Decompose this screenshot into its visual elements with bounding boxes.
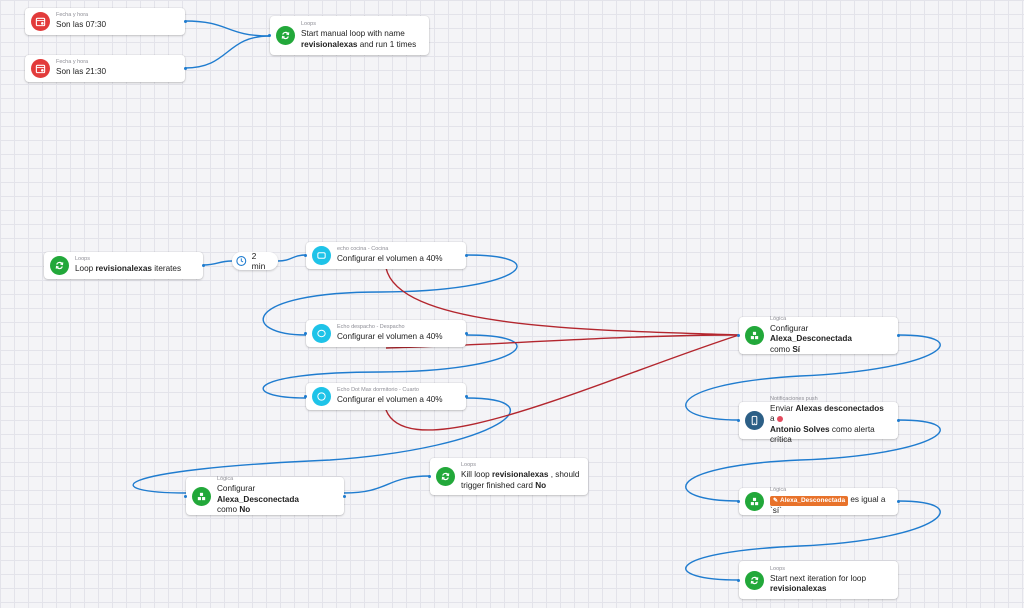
card-category: Notificaciones push — [770, 395, 818, 402]
card-kill-loop[interactable]: Loops Kill loop revisionalexas , should … — [428, 458, 588, 495]
card-category: Fecha y hora — [56, 12, 89, 19]
loop-icon — [50, 256, 69, 275]
card-text: Configurar Alexa_Desconectada como No — [217, 484, 299, 515]
input-port[interactable] — [737, 334, 740, 337]
calendar-icon — [31, 12, 50, 31]
card-start-manual-loop[interactable]: Loops Start manual loop with name revisi… — [268, 16, 429, 55]
input-port[interactable] — [737, 578, 740, 582]
card-category: Lógica — [770, 486, 787, 493]
card-category: Fecha y hora — [56, 59, 89, 66]
card-echo-cocina[interactable]: echo cocina - Cocina Configurar el volum… — [304, 242, 468, 269]
delay-pill[interactable]: 2 min — [232, 251, 278, 271]
logic-blocks-icon — [745, 492, 764, 511]
input-port[interactable] — [304, 395, 307, 398]
input-port[interactable] — [184, 494, 187, 498]
loop-icon — [276, 26, 295, 45]
card-logica-condition[interactable]: Lógica ✎Alexa_Desconectada es igual a `s… — [737, 486, 900, 515]
wire-push-cond — [685, 419, 941, 502]
pencil-icon: ✎ — [773, 497, 779, 504]
wire-fecha1-start — [184, 20, 271, 37]
wire-fecha2-start — [184, 35, 271, 69]
card-text: ✎Alexa_Desconectada es igual a `sí` — [770, 494, 886, 515]
phone-icon — [745, 411, 764, 430]
logic-blocks-icon — [745, 326, 764, 345]
loop-icon — [745, 570, 764, 590]
card-category: Loops — [301, 21, 316, 27]
card-category: Lógica — [217, 476, 234, 483]
output-port[interactable] — [897, 334, 900, 337]
card-logica-si[interactable]: Lógica Configurar Alexa_Desconectada com… — [737, 315, 900, 354]
card-text: Configurar el volumen a 40% — [337, 395, 443, 405]
card-text: Kill loop revisionalexas , should trigge… — [461, 470, 580, 490]
input-port[interactable] — [268, 34, 271, 37]
card-category: Loops — [75, 256, 90, 263]
card-text: Son las 21:30 — [56, 67, 107, 77]
logic-blocks-icon — [192, 486, 211, 506]
input-port[interactable] — [737, 419, 740, 422]
card-echo-dot[interactable]: Echo Dot Max dormitorio - Cuarto Configu… — [304, 383, 468, 410]
wire-cocina-despacho — [262, 254, 518, 336]
card-category: Loops — [461, 462, 476, 468]
user-avatar-dot — [776, 415, 783, 422]
variable-badge[interactable]: ✎Alexa_Desconectada — [770, 495, 849, 506]
input-port[interactable] — [304, 254, 307, 257]
loop-icon — [436, 467, 455, 486]
card-text: Enviar Alexas desconectados a Antonio So… — [770, 403, 884, 445]
card-category: Echo Dot Max dormitorio - Cuarto — [337, 387, 419, 394]
input-port[interactable] — [428, 475, 431, 478]
wire-iter-delay — [202, 260, 233, 266]
card-text: Configurar el volumen a 40% — [337, 254, 443, 264]
output-port[interactable] — [897, 500, 900, 503]
card-text: Start next iteration for loop revisional… — [770, 573, 867, 594]
echo-speaker-icon — [312, 246, 331, 265]
wire-logicano-kill — [343, 475, 431, 494]
wire-si-push — [685, 334, 941, 421]
output-port[interactable] — [343, 494, 346, 498]
delay-text: 2 min — [251, 251, 266, 271]
wire-err-cocina — [385, 267, 740, 336]
output-port[interactable] — [202, 264, 205, 267]
card-echo-despacho[interactable]: Echo despacho - Despacho Configurar el v… — [304, 320, 468, 347]
clock-icon — [236, 256, 247, 266]
calendar-icon — [31, 59, 50, 78]
card-loop-iterates[interactable]: Loops Loop revisionalexas iterates — [44, 252, 205, 279]
card-text: Configurar Alexa_Desconectada como Sí — [770, 323, 852, 354]
output-port[interactable] — [465, 332, 468, 335]
input-port[interactable] — [304, 332, 307, 335]
output-port[interactable] — [465, 395, 468, 398]
output-port[interactable] — [184, 67, 187, 70]
card-category: Echo despacho - Despacho — [337, 324, 405, 331]
echo-speaker-icon — [312, 387, 331, 406]
card-logica-no[interactable]: Lógica Configurar Alexa_Desconectada com… — [184, 476, 346, 515]
card-category: Lógica — [770, 315, 787, 322]
card-category: echo cocina - Cocina — [337, 246, 389, 253]
wire-err-dot — [385, 334, 740, 431]
card-next-iteration[interactable]: Loops Start next iteration for loop revi… — [737, 561, 898, 599]
card-text: Son las 07:30 — [56, 20, 107, 30]
card-fecha-2130[interactable]: Fecha y hora Son las 21:30 — [25, 55, 187, 82]
card-push-notification[interactable]: Notificaciones push Enviar Alexas descon… — [737, 396, 900, 444]
card-text: Configurar el volumen a 40% — [337, 332, 443, 342]
card-text: Start manual loop with name revisionalex… — [301, 29, 417, 49]
card-category: Loops — [770, 565, 785, 572]
card-text: Loop revisionalexas iterates — [75, 264, 182, 274]
echo-speaker-icon — [312, 324, 331, 343]
output-port[interactable] — [184, 20, 187, 23]
wire-dot-logicano — [132, 397, 512, 494]
wire-cond-next — [685, 500, 941, 581]
card-fecha-0730[interactable]: Fecha y hora Son las 07:30 — [25, 8, 187, 35]
input-port[interactable] — [737, 500, 740, 503]
output-port[interactable] — [465, 254, 468, 257]
output-port[interactable] — [897, 419, 900, 422]
wire-delay-cocina — [277, 254, 307, 262]
